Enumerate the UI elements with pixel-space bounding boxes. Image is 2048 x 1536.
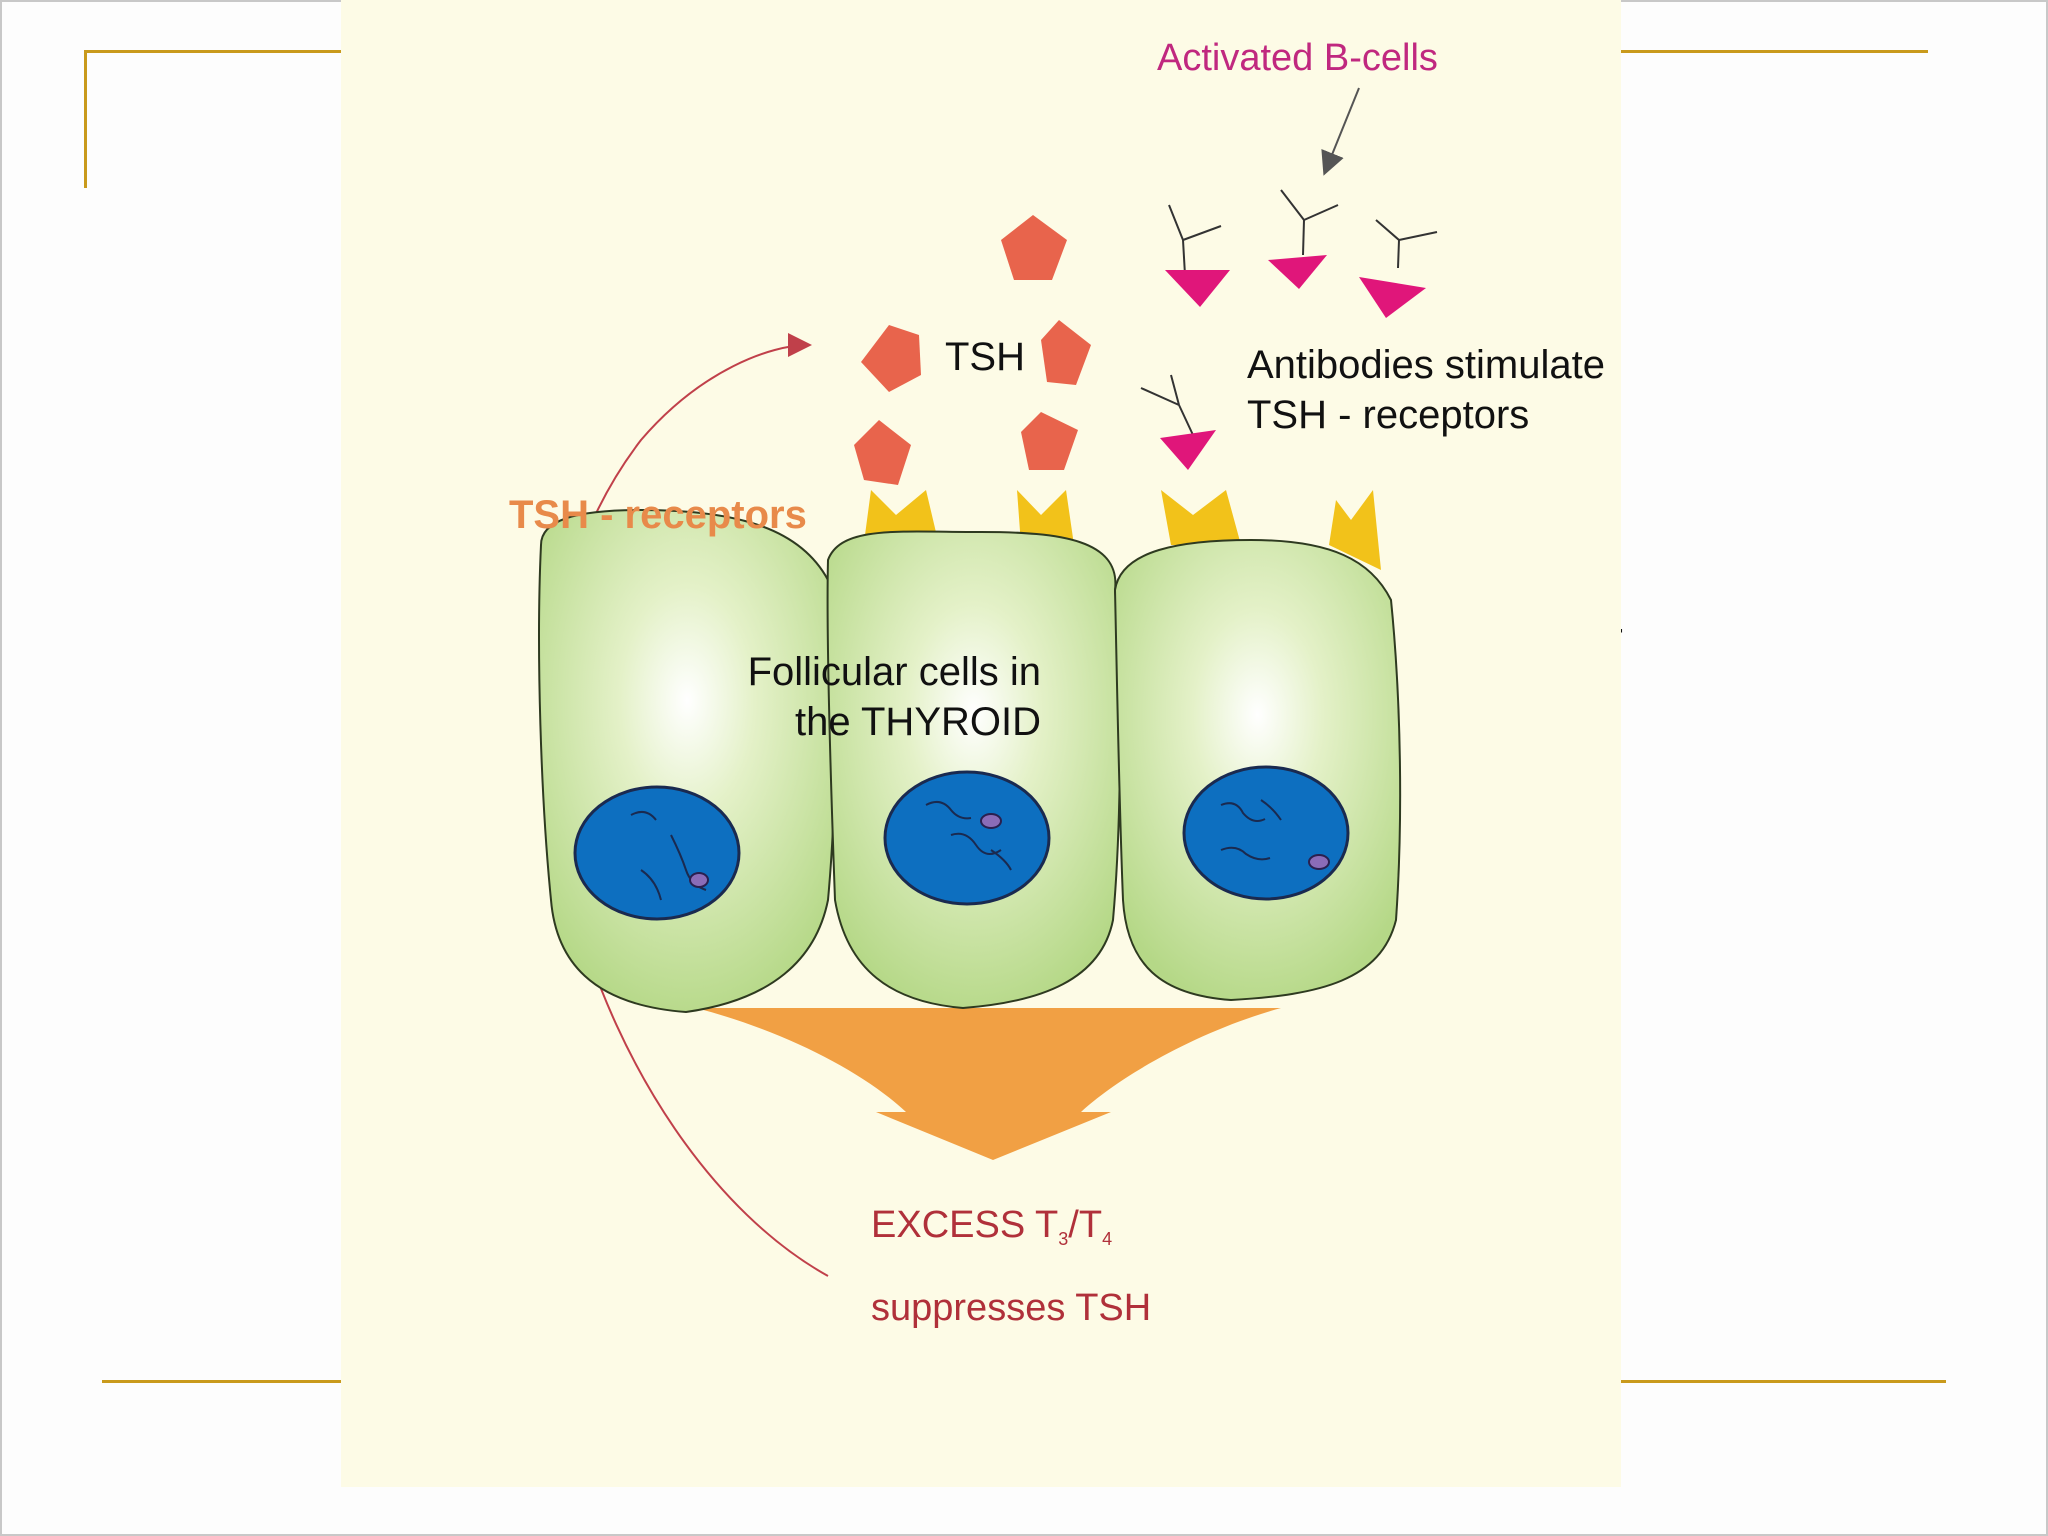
gold-line-bottom-right — [1620, 1380, 1946, 1383]
antibodies-label-line1: Antibodies stimulate — [1247, 343, 1605, 387]
follicular-cells-label-line2: the THYROID — [795, 700, 1041, 744]
tsh-label: TSH — [945, 335, 1025, 379]
tsh-pentagon-icon — [1001, 215, 1067, 280]
gold-line-top-left — [84, 50, 344, 53]
receptor-icon — [1329, 490, 1381, 570]
antibody-y-icon — [1268, 189, 1339, 289]
tsh-receptors-label: TSH - receptors — [509, 493, 807, 537]
tsh-pentagon-icon — [854, 420, 911, 485]
nucleus-icon — [883, 770, 1051, 906]
figure-svg: Activated B-cells TSH Antibodies stimula… — [509, 37, 1605, 1329]
follicular-cell-middle — [826, 530, 1122, 1010]
graves-disease-figure: Activated B-cells TSH Antibodies stimula… — [341, 0, 1621, 1487]
gold-line-left-vertical — [84, 50, 87, 188]
antibody-y-icon — [1140, 374, 1216, 470]
tsh-pentagon-icon — [1041, 320, 1091, 385]
suppresses-tsh-label: suppresses TSH — [871, 1287, 1151, 1329]
excess-t3-t4-label: EXCESS T3/T4 — [871, 1204, 1112, 1249]
follicular-cell-left — [538, 508, 837, 1014]
receptor-icon — [1017, 490, 1074, 545]
antibody-y-icon — [1359, 219, 1438, 318]
gold-line-bottom-left — [102, 1380, 344, 1383]
nucleus-icon — [573, 785, 741, 921]
excess-main: EXCESS T — [871, 1204, 1058, 1246]
activated-b-cells-label: Activated B-cells — [1157, 37, 1438, 79]
receptor-icon — [1161, 490, 1241, 545]
tsh-pentagon-icon — [1021, 412, 1078, 470]
tsh-pentagon-icon — [861, 325, 921, 392]
follicular-cells-label-line1: Follicular cells in — [748, 650, 1041, 694]
nucleus-icon — [1182, 765, 1350, 901]
b-cells-pointer-arrow — [1321, 87, 1360, 176]
antibody-y-icon — [1165, 204, 1230, 307]
antibodies-label-line2: TSH - receptors — [1247, 393, 1529, 437]
excess-sub-4: 4 — [1102, 1229, 1112, 1249]
output-arrow-body — [696, 1008, 1281, 1160]
excess-sub-3: 3 — [1058, 1229, 1068, 1249]
gold-line-top-right — [1620, 50, 1928, 53]
excess-mid: /T — [1068, 1204, 1102, 1246]
